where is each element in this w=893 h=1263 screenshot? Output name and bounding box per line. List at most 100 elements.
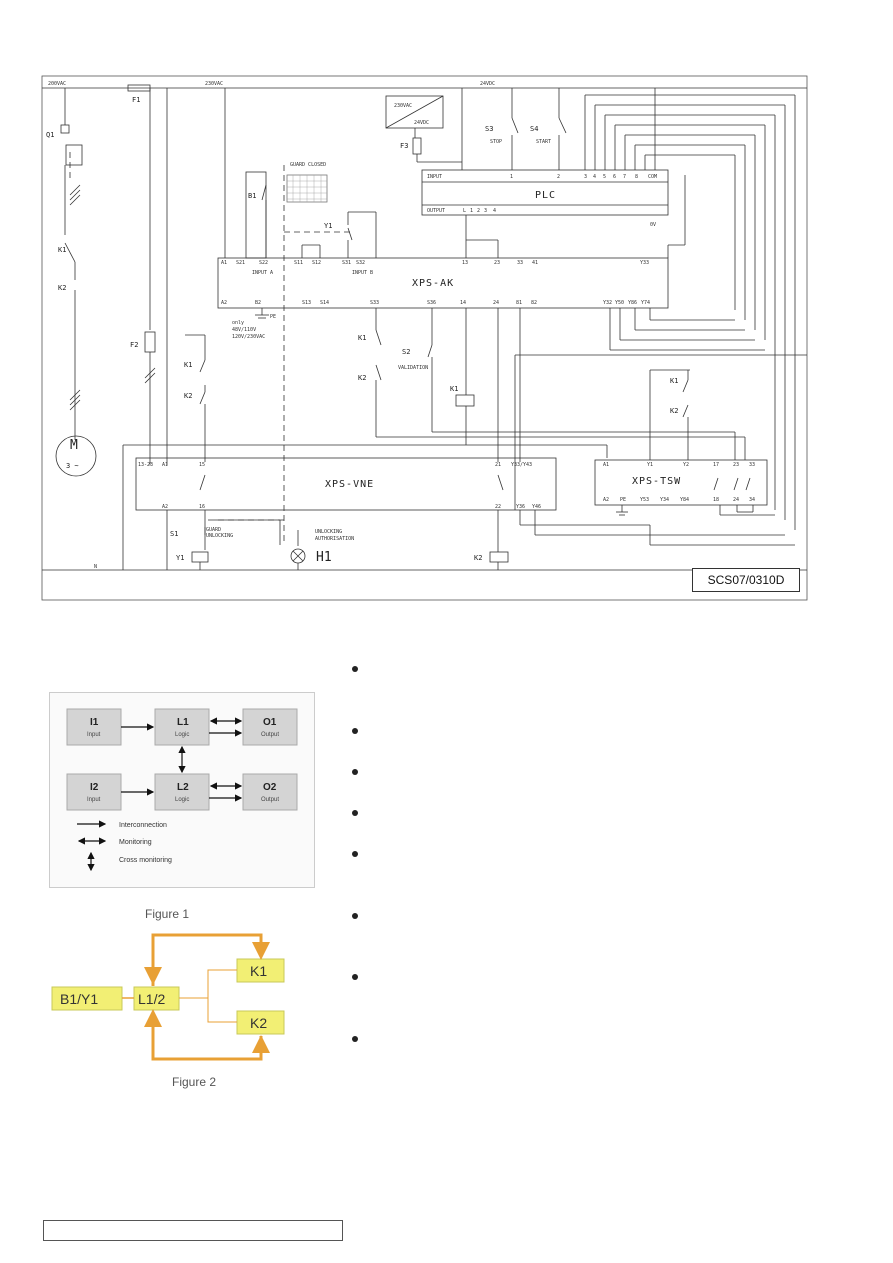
xps-tsw-terminal: PE: [620, 497, 626, 503]
label-validation: VALIDATION: [398, 365, 428, 371]
xps-ak-terminal: 13: [462, 260, 468, 266]
xps-vne-terminal: Y36: [516, 504, 525, 510]
xps-ak-terminal: 41: [532, 260, 538, 266]
xps-tsw-terminal: A1: [603, 462, 609, 468]
xps-ak-terminal: 14: [460, 300, 466, 306]
block-o2-label: O2: [263, 782, 277, 793]
block-l12-label: L1/2: [138, 991, 165, 1007]
plc-input-label: INPUT: [427, 174, 442, 180]
xps-tsw-terminal: A2: [603, 497, 609, 503]
block-k1-label: K1: [250, 963, 267, 979]
xps-ak-terminal: S13: [302, 300, 311, 306]
plc-input-terminal: 4: [593, 174, 596, 180]
block-l1: [154, 708, 210, 746]
wiring-schematic: 200VAC 230VAC 24VDC F1 Q1 K1 K2 F2 K1 K2…: [41, 75, 808, 601]
xps-ak-terminal: 24: [493, 300, 499, 306]
label-n: N: [94, 564, 97, 570]
only-note-1: only: [232, 320, 244, 326]
plc-input-terminal: 5: [603, 174, 606, 180]
xps-ak-terminal: Y33: [640, 260, 649, 266]
label-pe: PE: [270, 314, 276, 320]
legend-monitoring: Monitoring: [119, 839, 152, 846]
label-b1: B1: [248, 192, 256, 200]
xps-ak-terminal: S12: [312, 260, 321, 266]
xps-vne-terminal: 13-23: [138, 462, 153, 468]
xps-tsw-terminal: 23: [733, 462, 739, 468]
figure2-caption: Figure 2: [172, 1075, 217, 1089]
block-i1-sub: Input: [87, 732, 101, 738]
xps-ak-terminal: B2: [255, 300, 261, 306]
xps-tsw-terminal: Y84: [680, 497, 689, 503]
label-k2-main: K2: [58, 284, 66, 292]
xps-tsw-terminal: 33: [749, 462, 755, 468]
block-l2-sub: Logic: [175, 797, 189, 803]
xps-ak-name: XPS-AK: [412, 278, 454, 289]
xps-ak-terminal: A1: [221, 260, 227, 266]
psu-out: 24VDC: [414, 120, 429, 126]
plc-input-terminal: 3: [584, 174, 587, 180]
block-o2-sub: Output: [261, 797, 279, 803]
figure2-diagram: B1/Y1 L1/2 K1 K2: [51, 933, 285, 1061]
xps-ak-terminal: Y32: [603, 300, 612, 306]
block-l1-label: L1: [177, 717, 189, 728]
bullet-point: [352, 728, 358, 734]
label-k2-b: K2: [358, 374, 366, 382]
label-s2: S2: [402, 348, 410, 356]
xps-ak-terminal: S14: [320, 300, 329, 306]
supply-label-200v: 200VAC: [48, 81, 66, 87]
xps-ak-terminal: 23: [494, 260, 500, 266]
block-l2-label: L2: [177, 782, 189, 793]
xps-ak-terminal: A2: [221, 300, 227, 306]
plc-name: PLC: [535, 190, 556, 201]
block-o1-label: O1: [263, 717, 277, 728]
figure1-caption: Figure 1: [145, 907, 190, 921]
xps-vne-terminal: Y46: [532, 504, 541, 510]
bullet-point: [352, 1036, 358, 1042]
label-f2: F2: [130, 341, 138, 349]
plc-input-terminal: COM: [648, 174, 657, 180]
xps-ak-terminal: Y86: [628, 300, 637, 306]
xps-ak-terminal: Y50: [615, 300, 624, 306]
label-k1-c: K1: [670, 377, 678, 385]
label-q1: Q1: [46, 131, 54, 139]
xps-vne-terminal: A1: [162, 462, 168, 468]
xps-ak-terminal: S36: [427, 300, 436, 306]
bullet-point: [352, 974, 358, 980]
psu-in: 230VAC: [394, 103, 412, 109]
plc-input-terminal: 7: [623, 174, 626, 180]
plc-output-terminal: 4: [493, 208, 496, 214]
xps-ak-terminal: S33: [370, 300, 379, 306]
supply-label-230v: 230VAC: [205, 81, 223, 87]
bullet-point: [352, 913, 358, 919]
xps-tsw-terminal: Y53: [640, 497, 649, 503]
xps-vne-terminal: 16: [199, 504, 205, 510]
block-b1y1-label: B1/Y1: [60, 991, 98, 1007]
xps-tsw-terminal: 17: [713, 462, 719, 468]
footer-box: [43, 1220, 343, 1241]
label-k2-coil: K2: [474, 554, 482, 562]
xps-tsw-terminal: 34: [749, 497, 755, 503]
block-o1: [242, 708, 298, 746]
label-k1-a: K1: [184, 361, 192, 369]
label-k1-main: K1: [58, 246, 66, 254]
label-guard-closed: GUARD CLOSED: [290, 162, 326, 168]
label-y1-top: Y1: [324, 222, 332, 230]
guard-unlock-1: GUARD: [206, 527, 221, 533]
xps-tsw-terminal: 18: [713, 497, 719, 503]
xps-vne-name: XPS-VNE: [325, 479, 374, 490]
xps-tsw-name: XPS-TSW: [632, 476, 681, 487]
xps-ak-terminal: S21: [236, 260, 245, 266]
label-f1: F1: [132, 96, 140, 104]
label-k2-a: K2: [184, 392, 192, 400]
guard-unlock-2: UNLOCKING: [206, 533, 233, 539]
figure1-diagram: I1 Input L1 Logic O1 Output I2 Input L2 …: [49, 692, 315, 888]
block-i2-label: I2: [90, 782, 99, 793]
plc-output-terminal: 2: [477, 208, 480, 214]
xps-ak-terminal: 81: [516, 300, 522, 306]
xps-ak-terminal: S22: [259, 260, 268, 266]
xps-ak-terminal: 82: [531, 300, 537, 306]
xps-tsw-terminal: Y2: [683, 462, 689, 468]
plc-output-terminal: 3: [484, 208, 487, 214]
plc-input-terminal: 8: [635, 174, 638, 180]
xps-ak-terminal: S31: [342, 260, 351, 266]
